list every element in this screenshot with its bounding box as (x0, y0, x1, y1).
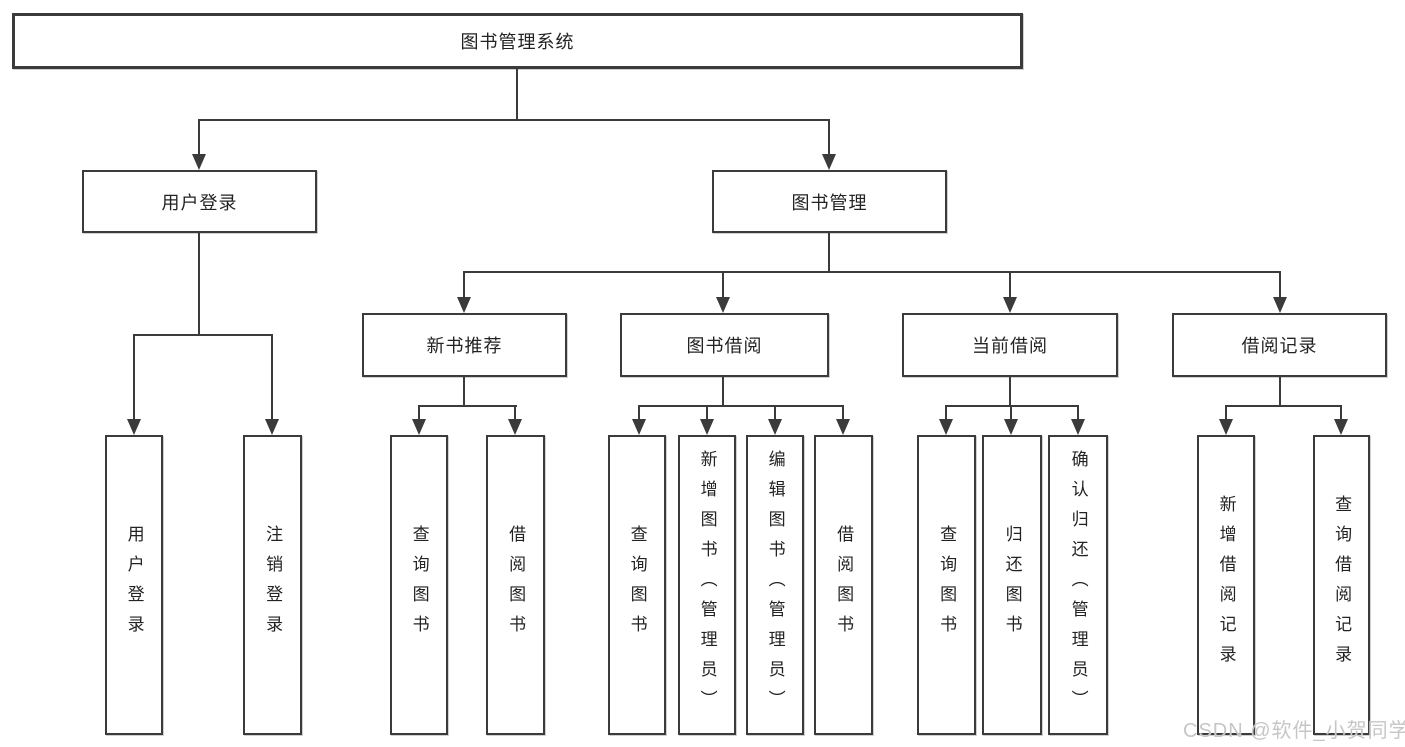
connector-line (198, 119, 830, 121)
connector-line (133, 334, 273, 336)
leaf-label: 查询图书 (937, 525, 957, 645)
arrow-down-icon (768, 419, 782, 435)
leaf-query-books-recommend: 查询图书 (390, 435, 448, 735)
connector-line (463, 377, 465, 407)
leaf-label: 用户登录 (124, 525, 144, 645)
connector-line (828, 233, 830, 273)
leaf-confirm-return-admin: 确认归还（管理员） (1048, 435, 1108, 735)
arrow-down-icon (1219, 419, 1233, 435)
leaf-label: 编辑图书（管理员） (765, 450, 785, 720)
connector-line (828, 119, 830, 155)
leaf-query-books-current: 查询图书 (917, 435, 976, 735)
connector-line (1340, 405, 1342, 421)
leaf-logout: 注销登录 (243, 435, 302, 735)
connector-line (638, 405, 844, 407)
arrow-down-icon (1003, 297, 1017, 313)
arrow-down-icon (939, 419, 953, 435)
connector-line (133, 334, 135, 420)
arrow-down-icon (836, 419, 850, 435)
connector-line (842, 405, 844, 421)
leaf-label: 新增借阅记录 (1216, 495, 1236, 675)
leaf-label: 新增图书（管理员） (697, 450, 717, 720)
leaf-query-books-borrowing: 查询图书 (608, 435, 666, 735)
node-user-login: 用户登录 (82, 170, 317, 233)
leaf-label: 查询图书 (409, 525, 429, 645)
node-book-management: 图书管理 (712, 170, 947, 233)
connector-line (1225, 405, 1342, 407)
arrow-down-icon (700, 419, 714, 435)
connector-line (774, 405, 776, 421)
arrow-down-icon (1273, 297, 1287, 313)
connector-line (1225, 405, 1227, 421)
node-label: 当前借阅 (972, 336, 1048, 356)
connector-line (418, 405, 517, 407)
leaf-add-borrow-record: 新增借阅记录 (1197, 435, 1255, 735)
arrow-down-icon (412, 419, 426, 435)
arrow-down-icon (822, 154, 836, 170)
node-label: 图书管理系统 (460, 32, 575, 52)
connector-line (722, 271, 724, 298)
connector-line (1279, 377, 1281, 407)
leaf-label: 归还图书 (1002, 525, 1022, 645)
connector-line (516, 69, 518, 121)
connector-line (1077, 405, 1079, 421)
node-borrowing-records: 借阅记录 (1172, 313, 1387, 377)
arrow-down-icon (127, 419, 141, 435)
arrow-down-icon (192, 154, 206, 170)
arrow-down-icon (457, 297, 471, 313)
leaf-add-books-admin: 新增图书（管理员） (678, 435, 736, 735)
connector-line (463, 271, 1281, 273)
connector-line (706, 405, 708, 421)
node-label: 图书管理 (791, 192, 868, 213)
connector-line (1279, 271, 1281, 298)
connector-line (638, 405, 640, 421)
node-current-borrowing: 当前借阅 (902, 313, 1118, 377)
arrow-down-icon (716, 297, 730, 313)
leaf-user-login: 用户登录 (105, 435, 163, 735)
node-label: 新书推荐 (426, 336, 503, 356)
leaf-return-books: 归还图书 (982, 435, 1042, 735)
connector-line (945, 405, 947, 421)
node-label: 图书借阅 (686, 336, 763, 356)
arrow-down-icon (632, 419, 646, 435)
leaf-label: 确认归还（管理员） (1068, 450, 1088, 720)
connector-line (1009, 271, 1011, 298)
connector-line (514, 405, 516, 421)
arrow-down-icon (508, 419, 522, 435)
connector-line (1010, 405, 1012, 421)
arrow-down-icon (265, 419, 279, 435)
connector-line (945, 405, 1079, 407)
leaf-edit-books-admin: 编辑图书（管理员） (746, 435, 804, 735)
leaf-query-borrow-record: 查询借阅记录 (1313, 435, 1370, 735)
leaf-label: 查询图书 (627, 525, 647, 645)
leaf-label: 注销登录 (263, 525, 283, 645)
connector-line (198, 119, 200, 155)
node-new-book-recommendation: 新书推荐 (362, 313, 567, 377)
csdn-watermark: CSDN @软件_小贺同学 (1183, 720, 1405, 742)
arrow-down-icon (1334, 419, 1348, 435)
leaf-borrow-books: 借阅图书 (814, 435, 873, 735)
arrow-down-icon (1071, 419, 1085, 435)
leaf-label: 查询借阅记录 (1332, 495, 1352, 675)
leaf-label: 借阅图书 (834, 525, 854, 645)
node-book-borrowing: 图书借阅 (620, 313, 829, 377)
connector-line (1009, 377, 1011, 407)
leaf-borrow-books-recommend: 借阅图书 (486, 435, 545, 735)
connector-line (463, 271, 465, 298)
connector-line (271, 334, 273, 420)
node-library-management-system: 图书管理系统 (12, 13, 1023, 69)
node-label: 用户登录 (161, 192, 238, 213)
leaf-label: 借阅图书 (506, 525, 526, 645)
node-label: 借阅记录 (1241, 336, 1318, 356)
connector-line (722, 377, 724, 407)
arrow-down-icon (1004, 419, 1018, 435)
connector-line (418, 405, 420, 421)
connector-line (198, 233, 200, 336)
